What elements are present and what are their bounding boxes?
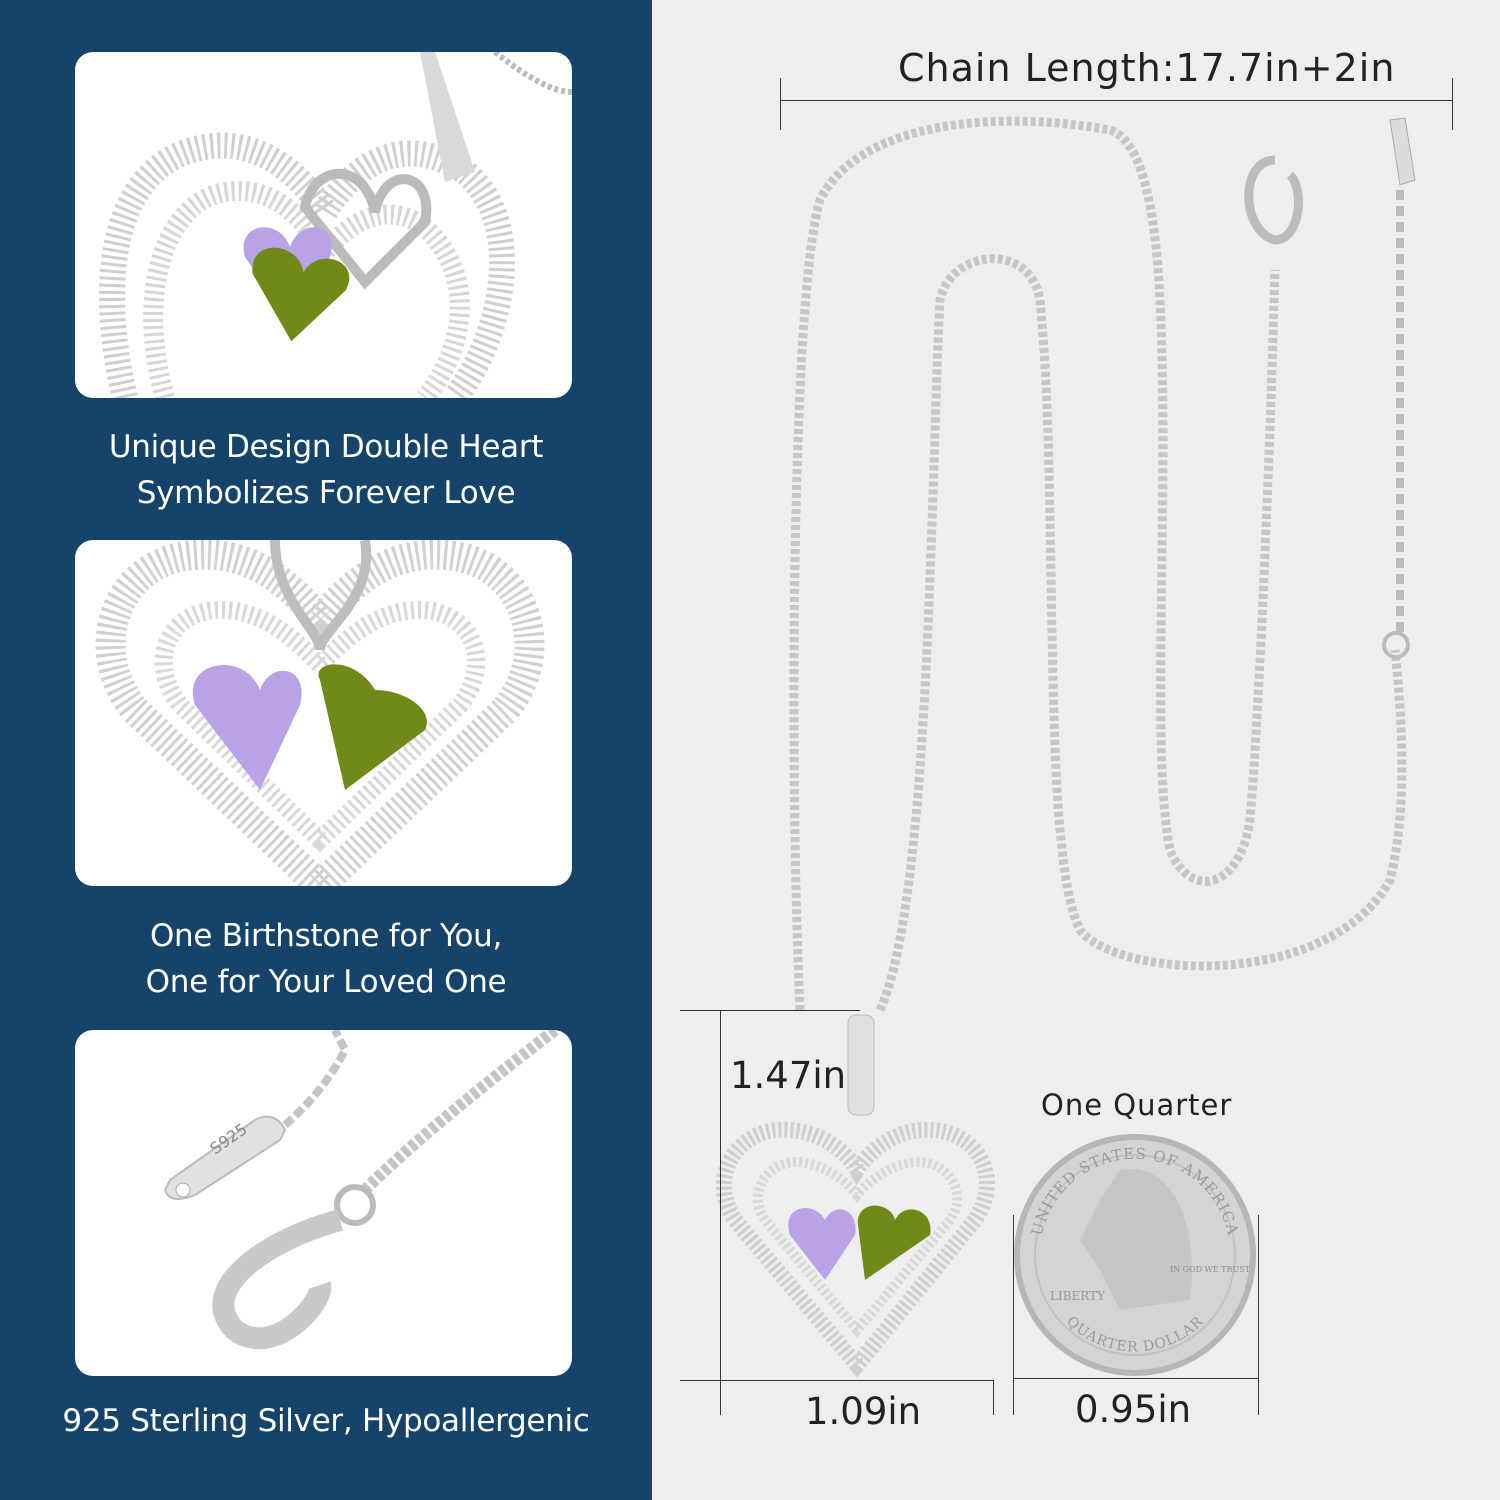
- quarter-label: One Quarter: [1041, 1088, 1233, 1122]
- pendant-height-line: [720, 1010, 721, 1415]
- dimension-tick: [780, 78, 781, 130]
- caption-line: Unique Design Double Heart: [108, 429, 544, 465]
- dimension-tick: [993, 1380, 994, 1415]
- front-pendant-image: [75, 540, 572, 886]
- lobster-clasp: [1244, 155, 1303, 245]
- feature-caption-3: 925 Sterling Silver, Hypoallergenic: [0, 1398, 652, 1444]
- coin-liberty-text: LIBERTY: [1050, 1289, 1106, 1303]
- feature-panel: Unique Design Double Heart Symbolizes Fo…: [0, 0, 652, 1500]
- caption-line: One for Your Loved One: [145, 964, 507, 1000]
- dimension-tick: [1258, 1215, 1259, 1415]
- peridot-heart-stone: [857, 1205, 931, 1280]
- chain-length-label: Chain Length:17.7in+2in: [898, 46, 1396, 90]
- chain: [789, 116, 1280, 1011]
- amethyst-heart-stone: [192, 664, 302, 790]
- dimensions-panel: UNITED STATES OF AMERICA LIBERTY IN GOD …: [652, 0, 1500, 1500]
- dimension-tick: [1452, 78, 1453, 130]
- dimension-tick: [1013, 1215, 1014, 1415]
- closeup-double-heart-image: [75, 52, 572, 398]
- quarter-width-label: 0.95in: [1075, 1388, 1192, 1431]
- peridot-heart-stone: [252, 247, 350, 342]
- pendant-width-label: 1.09in: [805, 1390, 922, 1433]
- washington-profile: [1080, 1168, 1192, 1310]
- caption-line: Symbolizes Forever Love: [136, 475, 516, 511]
- pendant-heart: [716, 1121, 995, 1378]
- quarter-width-line: [1013, 1378, 1258, 1379]
- necklace-illustration: UNITED STATES OF AMERICA LIBERTY IN GOD …: [716, 116, 1416, 1378]
- pendant-width-line: [680, 1380, 993, 1381]
- s925-tag: [163, 1115, 287, 1200]
- feature-caption-1: Unique Design Double Heart Symbolizes Fo…: [0, 424, 652, 516]
- chain-length-line: [780, 100, 1452, 101]
- feature-caption-2: One Birthstone for You, One for Your Lov…: [0, 913, 652, 1005]
- caption-line: One Birthstone for You,: [149, 918, 503, 954]
- peridot-heart-stone: [318, 664, 427, 790]
- lobster-clasp: [212, 1209, 343, 1350]
- dimension-tick: [680, 1010, 860, 1011]
- clasp-closeup-image: S925: [75, 1030, 572, 1376]
- coin-motto-text: IN GOD WE TRUST: [1170, 1265, 1251, 1274]
- pendant-height-label: 1.47in: [730, 1054, 847, 1097]
- caption-line: 925 Sterling Silver, Hypoallergenic: [62, 1403, 590, 1439]
- amethyst-heart-stone: [788, 1208, 856, 1280]
